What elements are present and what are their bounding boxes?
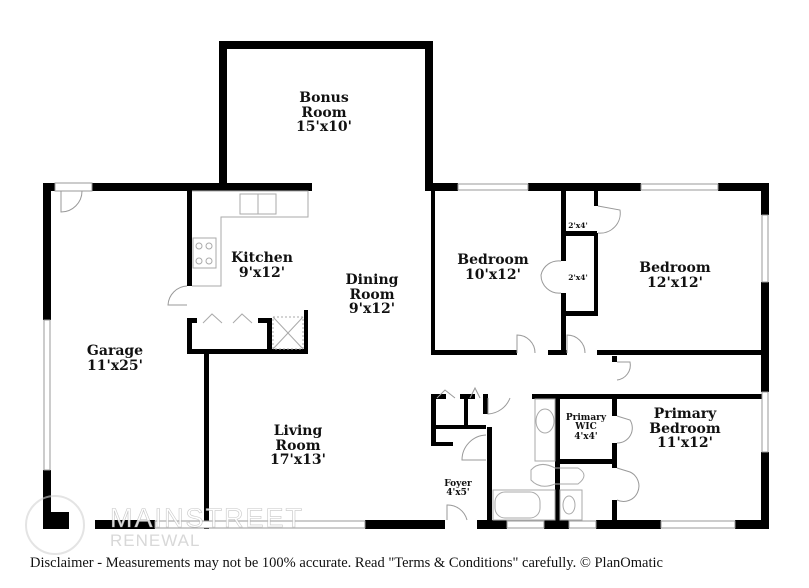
room-label-kitchen: Kitchen 9'x12' <box>231 251 293 280</box>
room-label-bedroom-2: Bedroom 12'x12' <box>639 261 710 290</box>
room-label-primary-wic: Primary WIC 4'x4' <box>565 413 607 442</box>
room-name: WIC <box>575 422 597 433</box>
windows <box>43 183 769 529</box>
room-size: 15'x10' <box>296 119 352 136</box>
fixtures <box>192 190 585 521</box>
room-name: Garage <box>86 343 144 359</box>
room-size: 9'x12' <box>238 264 286 281</box>
room-size: 2'x4' <box>568 273 588 282</box>
room-size: 10'x12' <box>465 266 521 283</box>
room-label-garage: Garage 11'x25' <box>87 344 143 373</box>
room-name: Bedroom <box>639 260 711 276</box>
room-size: 12'x12' <box>647 274 703 291</box>
room-size: 2'x4' <box>568 221 588 230</box>
room-name: Kitchen <box>231 250 293 266</box>
room-name: Room <box>301 104 347 121</box>
disclaimer-text: Disclaimer - Measurements may not be 100… <box>30 555 663 571</box>
room-name: Living <box>273 423 323 439</box>
room-size: 17'x13' <box>270 452 326 469</box>
room-name: Primary <box>565 413 607 423</box>
room-name: Foyer <box>444 479 472 489</box>
room-name: Room <box>275 437 321 454</box>
room-size: 11'x12' <box>657 435 713 452</box>
room-name: Room <box>349 286 395 303</box>
room-name: Bedroom <box>457 252 529 268</box>
room-name: Primary <box>653 406 717 422</box>
room-label-closet-1: 2'x4' <box>568 222 588 230</box>
room-label-foyer: Foyer 4'x5' <box>444 479 472 499</box>
room-name: Bonus <box>299 90 349 106</box>
room-label-dining: Dining Room 9'x12' <box>346 273 399 317</box>
room-name: Bedroom <box>649 420 721 437</box>
room-name: Dining <box>345 272 399 288</box>
room-label-primary-bedroom: Primary Bedroom 11'x12' <box>649 407 720 451</box>
room-size: 4'x4' <box>574 431 598 442</box>
room-size: 11'x25' <box>87 357 143 374</box>
room-size: 4'x5' <box>446 488 470 499</box>
room-label-living: Living Room 17'x13' <box>270 424 326 468</box>
room-size: 9'x12' <box>348 301 396 318</box>
room-label-closet-2: 2'x4' <box>568 274 588 282</box>
room-label-bedroom-1: Bedroom 10'x12' <box>457 253 528 282</box>
room-label-bonus: Bonus Room 15'x10' <box>296 91 352 135</box>
door-swings <box>54 182 640 521</box>
walls <box>43 41 769 529</box>
